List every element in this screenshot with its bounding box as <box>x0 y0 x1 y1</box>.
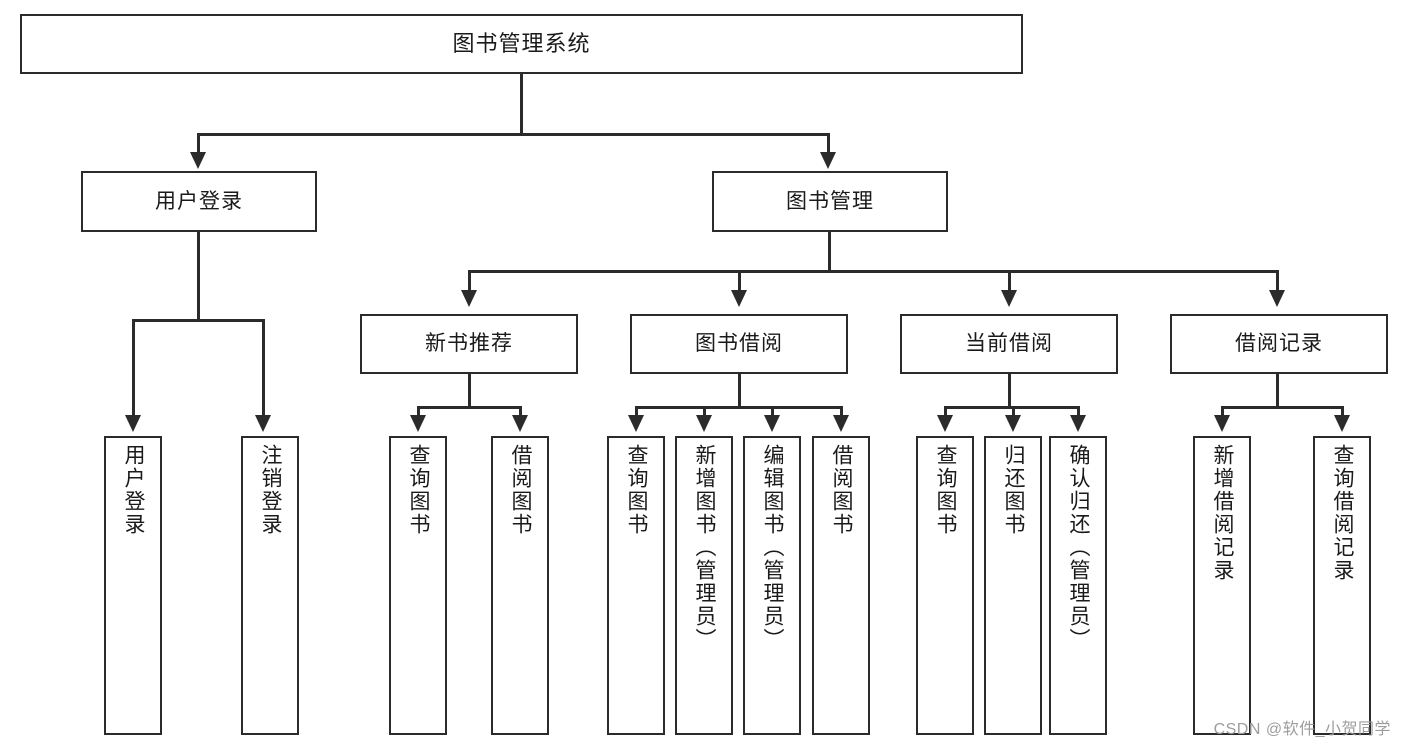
node-leaf-query-book-3-label: 查询图书 <box>934 444 958 536</box>
node-leaf-borrow-book-1[interactable]: 借阅图书 <box>491 436 549 735</box>
connector-borrow-record-stem <box>1276 374 1279 408</box>
node-leaf-return-book[interactable]: 归还图书 <box>984 436 1042 735</box>
arrow-user-login-to-leaf-1 <box>255 415 271 432</box>
connector-user-login-leaf-bar <box>132 319 265 322</box>
node-leaf-add-record[interactable]: 新增借阅记录 <box>1193 436 1251 735</box>
connector-root-to-user-login <box>197 133 200 155</box>
connector-new-book-stem <box>468 374 471 408</box>
connector-current-borrow-leaf-bar <box>944 406 1079 409</box>
node-leaf-edit-book[interactable]: 编辑图书（管理员） <box>743 436 801 735</box>
connector-book-manage-to-current-borrow <box>1008 270 1011 293</box>
connector-new-book-to-leaf-0 <box>417 406 420 419</box>
connector-new-book-to-leaf-1 <box>519 406 522 419</box>
arrow-current-borrow-to-leaf-2 <box>1070 415 1086 432</box>
node-leaf-query-book-3[interactable]: 查询图书 <box>916 436 974 735</box>
connector-root-stem <box>520 74 523 134</box>
arrow-book-borrow-to-leaf-0 <box>628 415 644 432</box>
arrow-book-borrow-to-leaf-2 <box>764 415 780 432</box>
node-leaf-query-book-1[interactable]: 查询图书 <box>389 436 447 735</box>
node-borrow-record[interactable]: 借阅记录 <box>1170 314 1388 374</box>
node-leaf-add-book-label: 新增图书（管理员） <box>693 444 717 651</box>
node-book-borrow-label: 图书借阅 <box>695 332 783 356</box>
arrow-borrow-record-to-leaf-1 <box>1334 415 1350 432</box>
arrow-new-book-to-leaf-1 <box>512 415 528 432</box>
connector-book-manage-to-borrow-record <box>1276 270 1279 293</box>
arrow-current-borrow-to-leaf-0 <box>937 415 953 432</box>
node-book-manage-label: 图书管理 <box>786 189 874 213</box>
connector-book-borrow-to-leaf-2 <box>771 406 774 419</box>
node-leaf-user-logout-label: 注销登录 <box>259 444 283 536</box>
connector-borrow-record-leaf-bar <box>1221 406 1344 409</box>
node-borrow-record-label: 借阅记录 <box>1235 332 1323 356</box>
connector-current-borrow-to-leaf-0 <box>944 406 947 419</box>
node-book-borrow[interactable]: 图书借阅 <box>630 314 848 374</box>
node-current-borrow[interactable]: 当前借阅 <box>900 314 1118 374</box>
connector-book-manage-to-book-borrow <box>738 270 741 293</box>
node-leaf-query-book-2-label: 查询图书 <box>625 444 649 536</box>
node-leaf-add-book[interactable]: 新增图书（管理员） <box>675 436 733 735</box>
node-leaf-add-record-label: 新增借阅记录 <box>1211 444 1235 582</box>
arrow-book-borrow-to-leaf-3 <box>833 415 849 432</box>
node-new-book-recommend[interactable]: 新书推荐 <box>360 314 578 374</box>
connector-book-borrow-stem <box>738 374 741 408</box>
arrow-root-to-user-login <box>190 152 206 169</box>
connector-user-login-to-leaf-0 <box>132 319 135 419</box>
node-user-login-label: 用户登录 <box>155 189 243 213</box>
node-book-manage[interactable]: 图书管理 <box>712 171 948 232</box>
arrow-book-manage-to-book-borrow <box>731 290 747 307</box>
node-leaf-borrow-book-2-label: 借阅图书 <box>830 444 854 536</box>
arrow-root-to-book-manage <box>820 152 836 169</box>
connector-current-borrow-to-leaf-2 <box>1077 406 1080 419</box>
connector-book-manage-to-new-book <box>468 270 471 293</box>
connector-borrow-record-to-leaf-1 <box>1341 406 1344 419</box>
connector-user-login-stem <box>197 232 200 321</box>
connector-book-borrow-to-leaf-1 <box>703 406 706 419</box>
node-leaf-confirm-return[interactable]: 确认归还（管理员） <box>1049 436 1107 735</box>
node-current-borrow-label: 当前借阅 <box>965 332 1053 356</box>
node-leaf-user-login[interactable]: 用户登录 <box>104 436 162 735</box>
connector-book-borrow-leaf-bar <box>635 406 843 409</box>
arrow-book-manage-to-new-book <box>461 290 477 307</box>
connector-current-borrow-to-leaf-1 <box>1012 406 1015 419</box>
node-leaf-borrow-book-1-label: 借阅图书 <box>509 444 533 536</box>
arrow-user-login-to-leaf-0 <box>125 415 141 432</box>
node-leaf-borrow-book-2[interactable]: 借阅图书 <box>812 436 870 735</box>
arrow-new-book-to-leaf-0 <box>410 415 426 432</box>
node-user-login[interactable]: 用户登录 <box>81 171 317 232</box>
connector-new-book-leaf-bar <box>417 406 522 409</box>
node-root-label: 图书管理系统 <box>452 30 591 56</box>
node-leaf-user-logout[interactable]: 注销登录 <box>241 436 299 735</box>
connector-current-borrow-stem <box>1008 374 1011 408</box>
connector-book-borrow-to-leaf-0 <box>635 406 638 419</box>
arrow-book-manage-to-borrow-record <box>1269 290 1285 307</box>
connector-user-login-to-leaf-1 <box>262 319 265 419</box>
connector-level2-bar <box>197 133 830 136</box>
connector-book-borrow-to-leaf-3 <box>840 406 843 419</box>
node-new-book-recommend-label: 新书推荐 <box>425 332 513 356</box>
csdn-watermark: CSDN @软件_小贺同学 <box>1213 721 1391 738</box>
arrow-current-borrow-to-leaf-1 <box>1005 415 1021 432</box>
arrow-book-borrow-to-leaf-1 <box>696 415 712 432</box>
arrow-book-manage-to-current-borrow <box>1001 290 1017 307</box>
node-leaf-query-record-label: 查询借阅记录 <box>1331 444 1355 582</box>
arrow-borrow-record-to-leaf-0 <box>1214 415 1230 432</box>
node-leaf-query-record[interactable]: 查询借阅记录 <box>1313 436 1371 735</box>
connector-root-to-book-manage <box>827 133 830 155</box>
node-leaf-edit-book-label: 编辑图书（管理员） <box>761 444 785 651</box>
node-leaf-user-login-label: 用户登录 <box>122 444 146 536</box>
connector-book-manage-stem <box>828 232 831 272</box>
connector-borrow-record-to-leaf-0 <box>1221 406 1224 419</box>
node-leaf-query-book-1-label: 查询图书 <box>407 444 431 536</box>
node-leaf-return-book-label: 归还图书 <box>1002 444 1026 536</box>
connector-level3-bar <box>468 270 1279 273</box>
node-leaf-query-book-2[interactable]: 查询图书 <box>607 436 665 735</box>
node-leaf-confirm-return-label: 确认归还（管理员） <box>1067 444 1091 651</box>
node-root[interactable]: 图书管理系统 <box>20 14 1023 74</box>
